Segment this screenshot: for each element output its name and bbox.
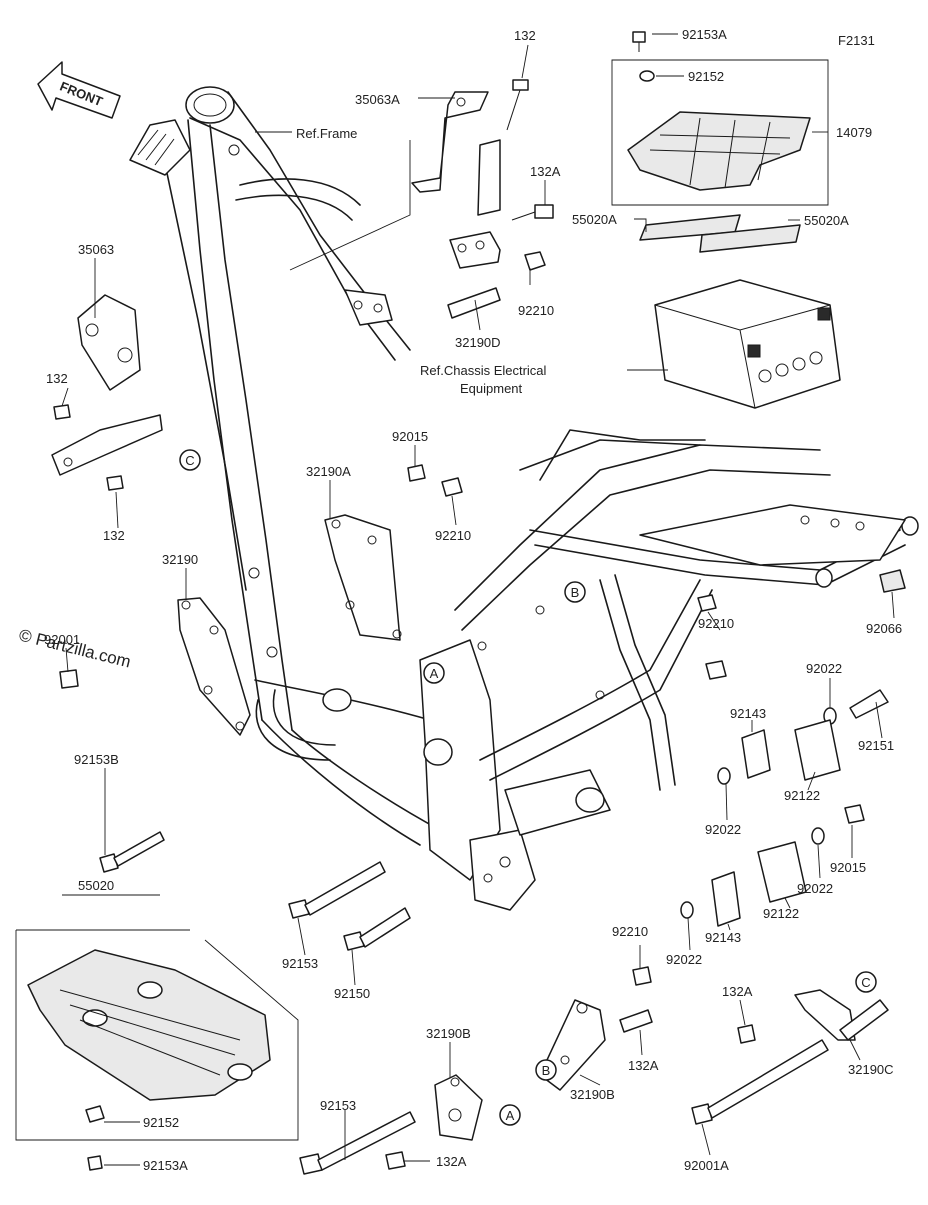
callout-b-frame: B bbox=[571, 585, 580, 600]
part-label: 32190A bbox=[306, 464, 351, 479]
part-label: 92153B bbox=[74, 752, 119, 767]
part-label: 132A bbox=[436, 1154, 467, 1169]
part-label: 92151 bbox=[858, 738, 894, 753]
cover-group-box bbox=[611, 59, 829, 206]
part-label: 92210 bbox=[612, 924, 648, 939]
battery-drawing bbox=[654, 279, 841, 409]
part-label: 32190B bbox=[570, 1087, 615, 1102]
part-label: 92122 bbox=[763, 906, 799, 921]
callout-b-low: B bbox=[542, 1063, 551, 1078]
part-label: 92153 bbox=[320, 1098, 356, 1113]
part-label: 92001 bbox=[44, 632, 80, 647]
callout-c-right: C bbox=[861, 975, 870, 990]
part-label: 92015 bbox=[392, 429, 428, 444]
part-label: 92210 bbox=[698, 616, 734, 631]
part-label: 55020 bbox=[78, 878, 114, 893]
part-label: 92066 bbox=[866, 621, 902, 636]
skid-plate-drawing bbox=[15, 929, 299, 1171]
front-arrow-icon: FRONT bbox=[37, 61, 121, 119]
frame-drawing bbox=[129, 86, 919, 911]
callout-a-frame: A bbox=[430, 666, 439, 681]
part-label: 32190 bbox=[162, 552, 198, 567]
part-label: 35063A bbox=[355, 92, 400, 107]
leader-lines bbox=[61, 33, 895, 1166]
part-label: 92143 bbox=[730, 706, 766, 721]
callout-markers: C B A C B A bbox=[179, 449, 877, 1126]
part-label: 55020A bbox=[804, 213, 849, 228]
part-label: 92210 bbox=[518, 303, 554, 318]
part-label: 92022 bbox=[806, 661, 842, 676]
part-label: 132A bbox=[530, 164, 561, 179]
part-label: 132A bbox=[722, 984, 753, 999]
callout-a-low: A bbox=[506, 1108, 515, 1123]
part-label: 92210 bbox=[435, 528, 471, 543]
ref-chassis-note-line1: Ref.Chassis Electrical bbox=[420, 363, 547, 378]
part-label: 92150 bbox=[334, 986, 370, 1001]
part-label: 55020A bbox=[572, 212, 617, 227]
part-label: 92143 bbox=[705, 930, 741, 945]
part-labels: 132 35063A 132A 92210 32190D 92153A 9215… bbox=[44, 27, 902, 1173]
part-label: 92015 bbox=[830, 860, 866, 875]
part-label: 92001A bbox=[684, 1158, 729, 1173]
battery-cells bbox=[758, 351, 823, 383]
part-label: 92022 bbox=[705, 822, 741, 837]
part-label: 92152 bbox=[688, 69, 724, 84]
battery-cover-drawing bbox=[627, 111, 811, 253]
part-label: 35063 bbox=[78, 242, 114, 257]
part-label: 132 bbox=[46, 371, 68, 386]
part-label: 92022 bbox=[797, 881, 833, 896]
part-label: 92152 bbox=[143, 1115, 179, 1130]
part-label: 14079 bbox=[836, 125, 872, 140]
part-label: 132 bbox=[514, 28, 536, 43]
part-label: 92153A bbox=[143, 1158, 188, 1173]
ref-chassis-note-line2: Equipment bbox=[460, 381, 523, 396]
part-label: 92122 bbox=[784, 788, 820, 803]
part-label: 32190B bbox=[426, 1026, 471, 1041]
part-label: 132 bbox=[103, 528, 125, 543]
part-label: 92022 bbox=[666, 952, 702, 967]
figure-code: F2131 bbox=[838, 33, 875, 48]
part-label: 132A bbox=[628, 1058, 659, 1073]
part-label: 32190C bbox=[848, 1062, 894, 1077]
part-label: 32190D bbox=[455, 335, 501, 350]
callout-c-left: C bbox=[185, 453, 194, 468]
small-parts bbox=[51, 31, 906, 1175]
ref-frame-note: Ref.Frame bbox=[296, 126, 357, 141]
part-label: 92153 bbox=[282, 956, 318, 971]
part-label: 92153A bbox=[682, 27, 727, 42]
